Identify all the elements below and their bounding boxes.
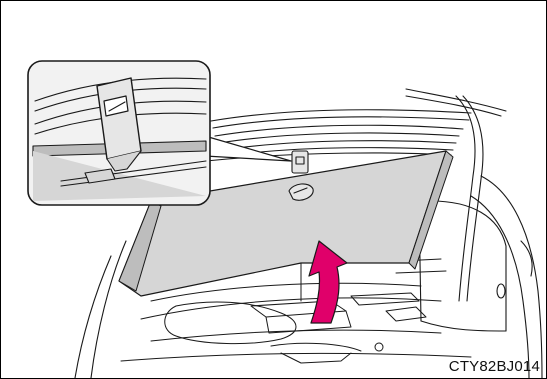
hook-on-shelf [292, 151, 308, 173]
figure-code-label: CTY82BJ014 [449, 358, 540, 375]
hinge-arm [456, 96, 483, 301]
